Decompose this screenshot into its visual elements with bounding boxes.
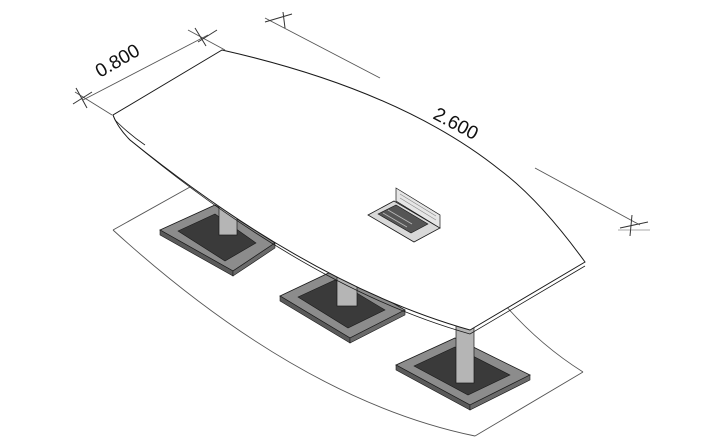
depth-dimension-label: 0.800	[92, 40, 144, 82]
pedestal-base-right	[395, 317, 531, 411]
tabletop	[112, 49, 586, 335]
floor-footprint-outline	[112, 186, 584, 437]
cable-port-box	[367, 187, 441, 243]
